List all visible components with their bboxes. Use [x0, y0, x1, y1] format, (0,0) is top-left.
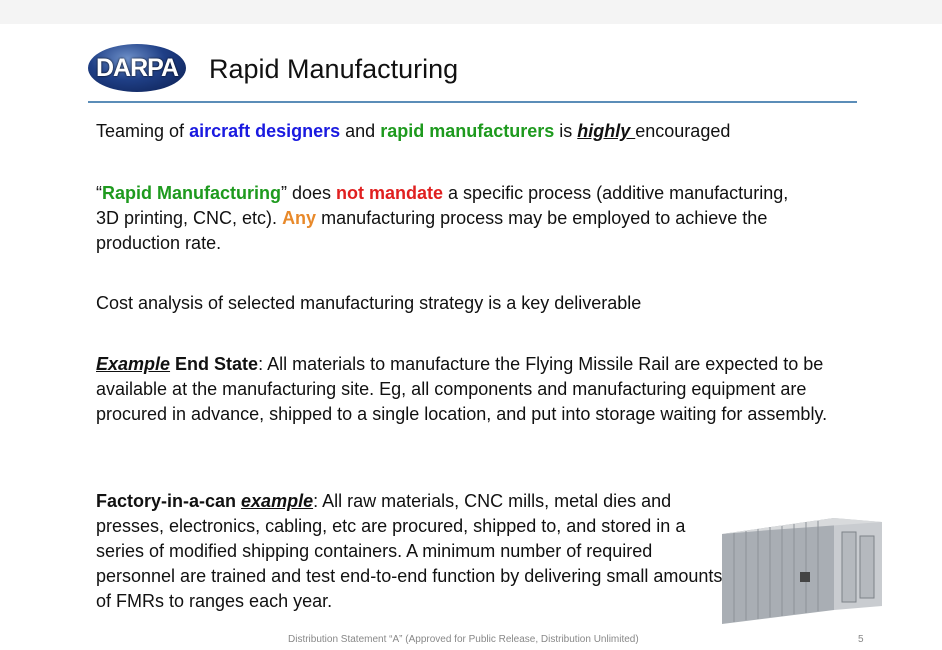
- paragraph-factory-in-a-can: Factory-in-a-can example: All raw materi…: [96, 489, 736, 614]
- text-span: rapid manufacturers: [380, 121, 555, 141]
- text-span: Example: [96, 354, 171, 374]
- slide-title: Rapid Manufacturing: [209, 54, 459, 84]
- paragraph-cost-analysis: Cost analysis of selected manufacturing …: [96, 293, 642, 313]
- title-divider: [88, 101, 857, 103]
- text-span: End State: [170, 354, 259, 374]
- text-span: “: [96, 183, 102, 203]
- text-span: Any: [282, 208, 317, 228]
- text-span: manufacturing process may be employed to…: [96, 208, 768, 253]
- paragraph-teaming: Teaming of aircraft designers and rapid …: [96, 119, 856, 144]
- text-span: example: [241, 491, 314, 511]
- page-number: 5: [858, 634, 864, 645]
- paragraph-rapid-manufacturing: “Rapid Manufacturing” does not mandate a…: [96, 181, 796, 256]
- logo-text: DARPA: [95, 53, 179, 82]
- text-span: not mandate: [336, 183, 444, 203]
- text-span: Rapid Manufacturing: [102, 183, 281, 203]
- darpa-logo: DARPA: [88, 44, 186, 92]
- text-span: is: [554, 121, 578, 141]
- text-span: highly: [577, 121, 636, 141]
- distribution-statement: Distribution Statement “A” (Approved for…: [288, 634, 639, 645]
- text-span: and: [340, 121, 381, 141]
- text-span: ” does: [281, 183, 337, 203]
- shipping-container-image: [718, 512, 884, 626]
- text-span: : All materials to manufacture the Flyin…: [96, 354, 828, 424]
- paragraph-end-state: Example End State: All materials to manu…: [96, 352, 846, 427]
- text-span: Factory-in-a-can: [96, 491, 242, 511]
- text-span: a specific process (additive manufacturi…: [96, 183, 789, 228]
- text-span: encouraged: [635, 121, 731, 141]
- text-span: aircraft designers: [189, 121, 341, 141]
- text-span: Teaming of: [96, 121, 190, 141]
- text-span: : All raw materials, CNC mills, metal di…: [96, 491, 723, 611]
